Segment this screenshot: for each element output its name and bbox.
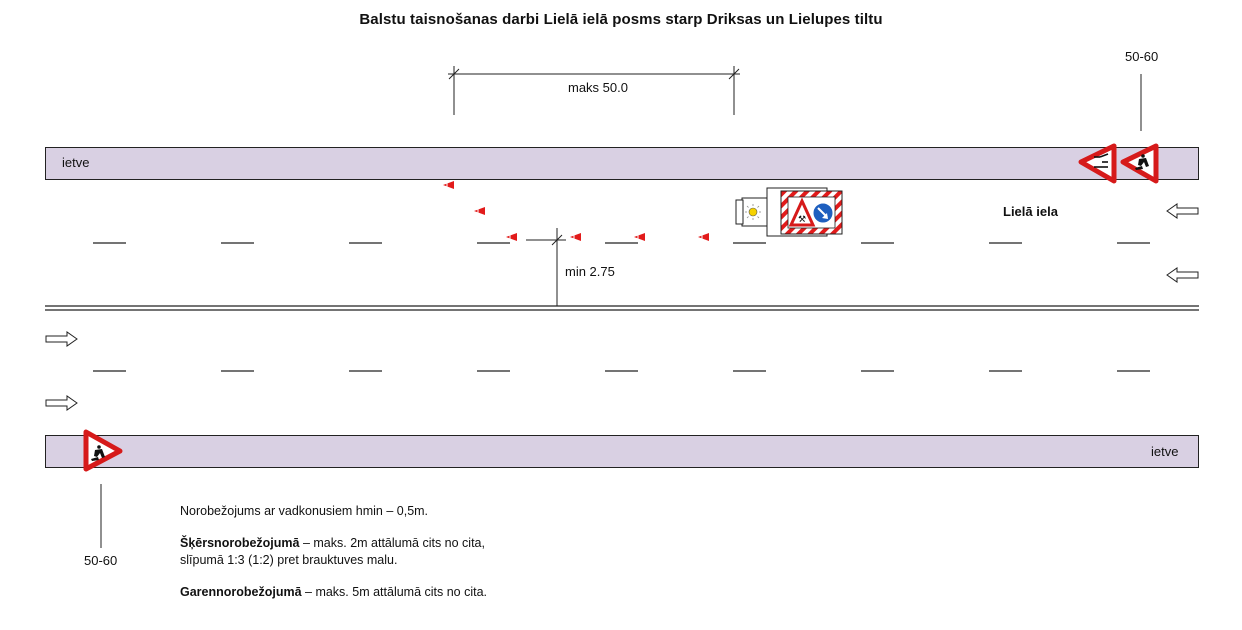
traffic-cone-icon [634, 233, 645, 241]
sidewalk-top [45, 147, 1199, 180]
traffic-cone-icon [698, 233, 709, 241]
note-long-text: – maks. 5m attālumā cits no cita. [301, 585, 488, 599]
note-line-1: Norobežojums ar vadkonusiem hmin – 0,5m. [180, 504, 429, 518]
sidewalk-top-label: ietve [62, 155, 90, 170]
note-long-title: Garennorobežojumā [180, 585, 302, 599]
sign-distance-bottom-label: 50-60 [84, 553, 118, 568]
traffic-cone-icon [474, 207, 485, 215]
dimension-min-line [526, 228, 566, 306]
sidewalk-bottom [45, 435, 1199, 468]
traffic-cone-icon [443, 181, 454, 189]
note-cross-barrier: Šķērsnorobežojumā – maks. 2m attālumā ci… [180, 535, 510, 569]
street-label: Lielā iela [1003, 204, 1058, 219]
diagram-title: Balstu taisnošanas darbi Lielā ielā posm… [359, 11, 883, 28]
direction-arrow-icon [1166, 203, 1199, 219]
warning-triangle-road-narrows-icon [1078, 143, 1117, 184]
sign-distance-top-label: 50-60 [1125, 49, 1159, 64]
dimension-max-label: maks 50.0 [568, 80, 628, 95]
center-double-line [45, 305, 1199, 311]
traffic-cone-icon [506, 233, 517, 241]
sidewalk-bottom-label: ietve [1151, 444, 1179, 459]
note-long-barrier: Garennorobežojumā – maks. 5m attālumā ci… [180, 584, 510, 601]
dimension-min-label: min 2.75 [565, 264, 615, 279]
dimension-max-line [448, 66, 740, 115]
direction-arrow-icon [45, 331, 78, 347]
direction-arrow-icon [1166, 267, 1199, 283]
note-cross-text: – maks. 2m attālumā cits no cita, slīpum… [180, 536, 485, 567]
work-vehicle-icon: ⚒ [735, 187, 843, 237]
warning-triangle-roadworks-icon [1120, 143, 1159, 184]
traffic-cone-icon [570, 233, 581, 241]
note-cross-title: Šķērsnorobežojumā [180, 536, 300, 550]
svg-text:⚒: ⚒ [798, 215, 806, 225]
direction-arrow-icon [45, 395, 78, 411]
warning-triangle-roadworks-icon [83, 429, 123, 472]
